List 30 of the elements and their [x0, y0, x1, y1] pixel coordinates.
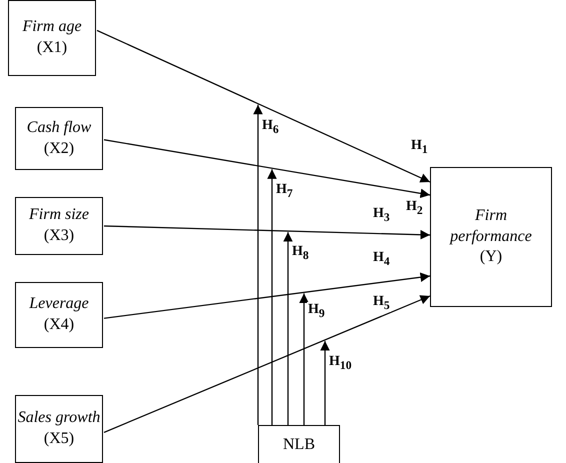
arrow	[104, 139, 430, 198]
variable-box	[8, 0, 96, 76]
variable-box	[15, 197, 103, 255]
arrow	[320, 340, 330, 425]
variable-box	[15, 107, 103, 170]
edge-label: H$_{6}$	[261, 118, 280, 136]
arrow	[253, 104, 263, 425]
variable-label: Leverage (X4)	[28, 294, 90, 335]
arrow	[104, 225, 430, 240]
variable-label: NLB	[283, 434, 315, 455]
edge-label: H$_{10}$	[328, 354, 353, 372]
arrow	[104, 295, 430, 433]
arrow	[267, 169, 277, 425]
variable-box	[430, 167, 552, 307]
edge-label: H$_{3}$	[372, 206, 391, 224]
variable-label: Sales growth (X5)	[16, 408, 102, 449]
variable-box	[15, 282, 103, 348]
edge-label: H$_{5}$	[372, 294, 391, 312]
edge-label: H$_{8}$	[291, 244, 310, 262]
edge-label: H$_{9}$	[307, 302, 326, 320]
variable-label: Cash flow (X2)	[26, 118, 92, 158]
variable-label: Firm age (X1)	[21, 17, 83, 58]
arrow	[299, 293, 309, 425]
variable-box	[258, 425, 340, 463]
arrow	[104, 272, 430, 319]
arrow	[283, 232, 293, 425]
variable-label: Firm size (X3)	[28, 205, 90, 246]
variable-box	[15, 395, 103, 463]
variable-label: Firm performance (Y)	[448, 206, 533, 268]
arrow	[96, 30, 430, 183]
